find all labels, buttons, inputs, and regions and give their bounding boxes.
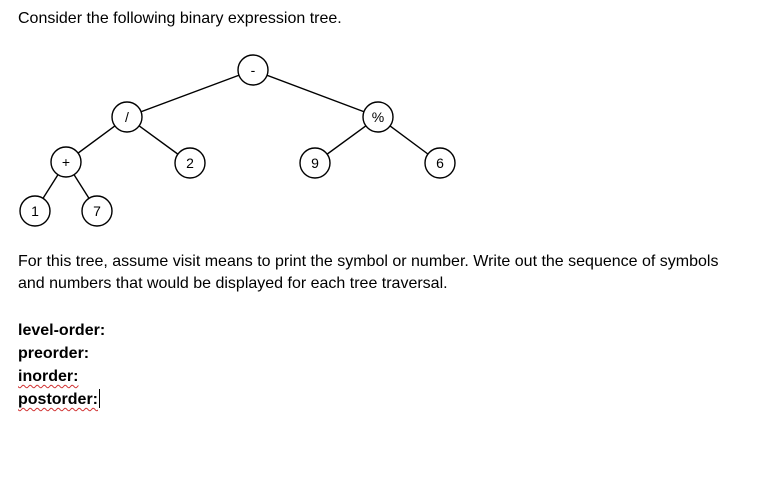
postorder-line[interactable]: postorder: (18, 388, 105, 411)
tree-node-left: / (111, 101, 143, 133)
postorder-label[interactable]: postorder: (18, 391, 98, 408)
tree-node-leaf-one-label: 1 (31, 203, 39, 219)
question-intro: Consider the following binary expression… (18, 10, 342, 27)
tree-node-leaf-seven-label: 7 (93, 203, 101, 219)
edge-root-left (126, 69, 254, 118)
tree-node-left-left-label: + (62, 154, 70, 170)
tree-node-left-right-label: 2 (186, 155, 194, 171)
tree-node-right: % (362, 101, 394, 133)
tree-node-right-right: 6 (424, 147, 456, 179)
level-order-label[interactable]: level-order: (18, 322, 106, 339)
tree-node-right-left-label: 9 (311, 155, 319, 171)
tree-node-right-left: 9 (299, 147, 331, 179)
tree-node-root: - (237, 54, 269, 86)
question-instruction: For this tree, assume visit means to pri… (18, 253, 719, 292)
expression-tree: - / % + 2 9 6 1 7 (19, 54, 456, 227)
tree-node-left-right: 2 (174, 147, 206, 179)
preorder-label[interactable]: preorder: (18, 345, 90, 362)
tree-node-right-label: % (372, 109, 384, 125)
tree-node-left-left: + (50, 146, 82, 178)
tree-node-left-label: / (125, 109, 129, 125)
tree-node-right-right-label: 6 (436, 155, 444, 171)
text-cursor (99, 389, 100, 408)
traversal-answers[interactable]: level-order: preorder: inorder: postorde… (18, 319, 105, 411)
tree-node-root-label: - (251, 62, 256, 78)
tree-node-leaf-one: 1 (19, 195, 51, 227)
inorder-label[interactable]: inorder: (18, 368, 79, 385)
tree-node-leaf-seven: 7 (81, 195, 113, 227)
edge-root-right (252, 69, 379, 118)
